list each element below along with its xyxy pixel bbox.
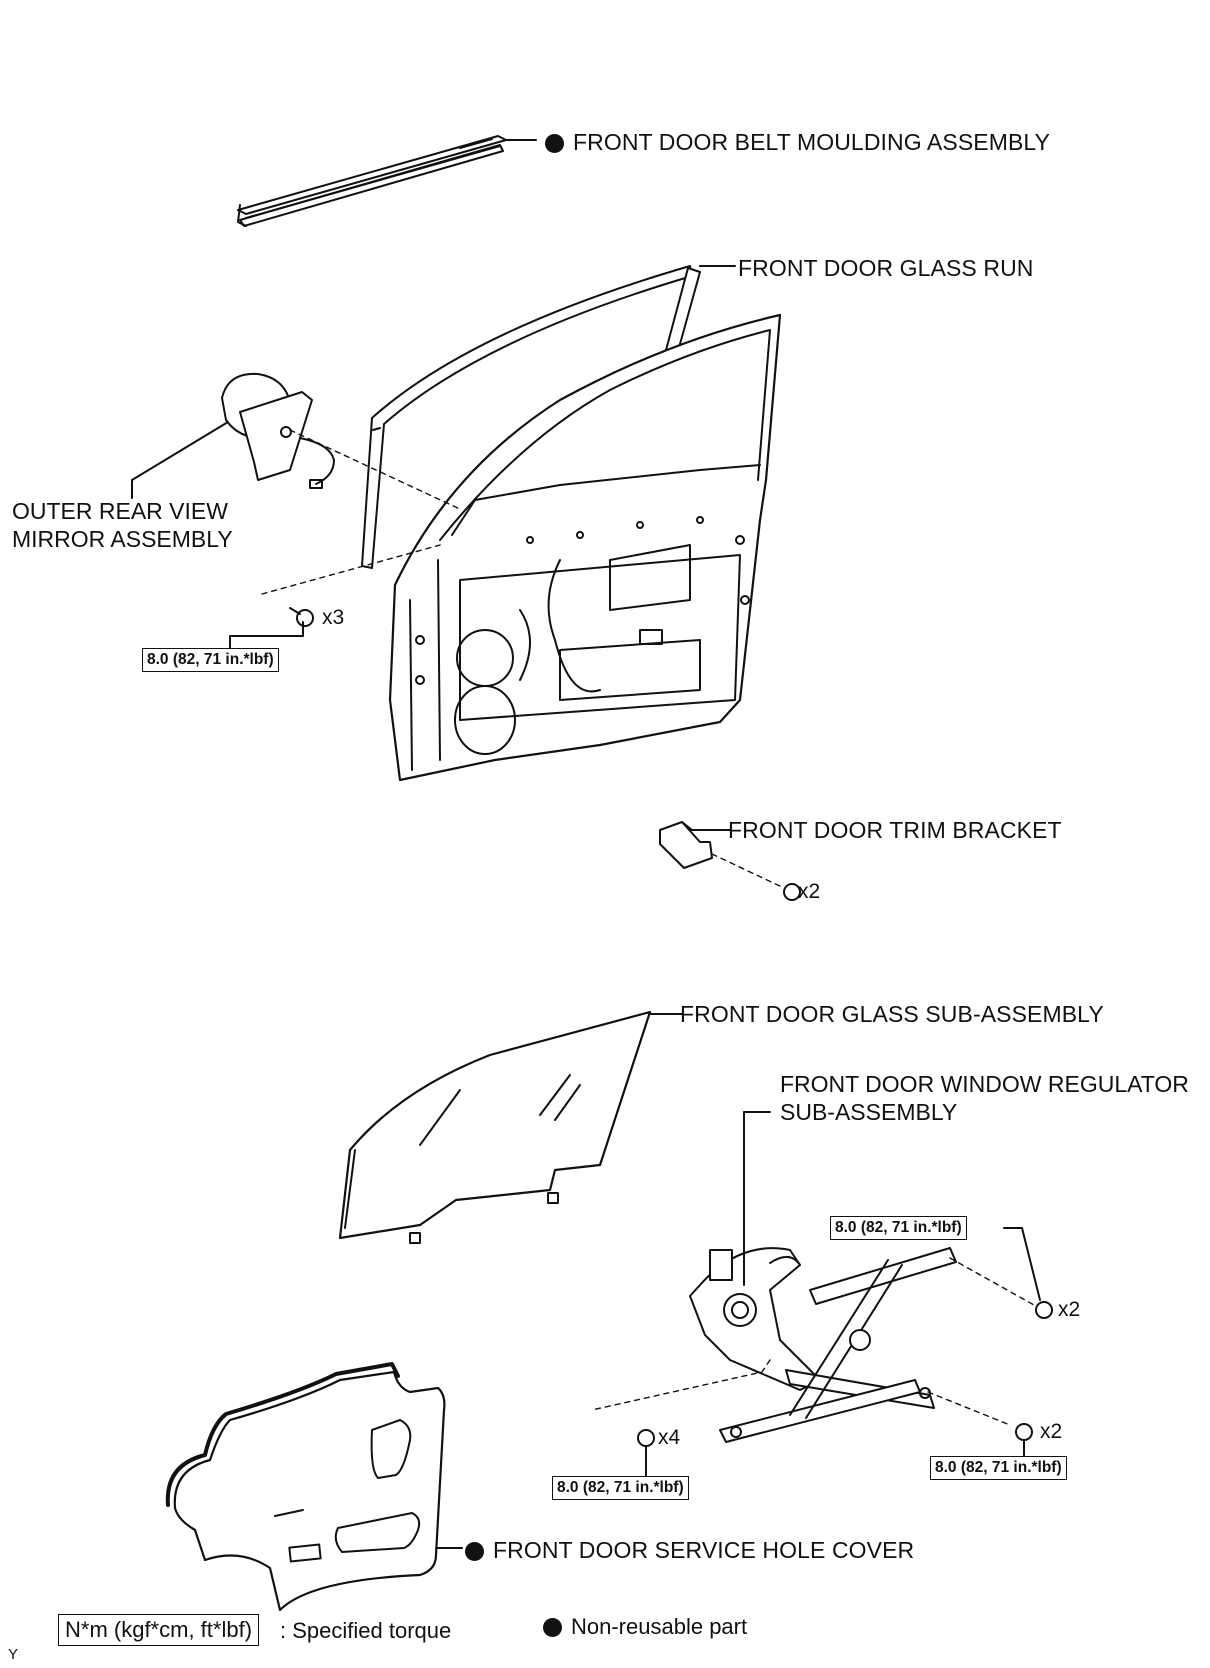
nonreusable-dot-icon [465,1542,484,1561]
torque-regulator-left: 8.0 (82, 71 in.*lbf) [552,1476,689,1500]
qty-mirror-bolts: x3 [322,606,345,629]
legend-nonreusable: Non-reusable part [543,1612,747,1642]
regulator-drawing [591,1111,1035,1443]
label-service-cover: FRONT DOOR SERVICE HOLE COVER [465,1536,914,1564]
belt-moulding-drawing [237,135,537,227]
mirror-bolt-drawing [229,607,314,649]
label-mirror-line2: MIRROR ASSEMBLY [12,526,233,552]
label-glass-run: FRONT DOOR GLASS RUN [738,255,1034,281]
qty-regulator-top: x2 [1058,1298,1081,1321]
label-belt-moulding: FRONT DOOR BELT MOULDING ASSEMBLY [545,128,1050,156]
torque-regulator-right: 8.0 (82, 71 in.*lbf) [930,1456,1067,1480]
service-cover-drawing [165,1362,463,1612]
label-regulator-line1: FRONT DOOR WINDOW REGULATOR [780,1071,1189,1097]
label-trim-bracket: FRONT DOOR TRIM BRACKET [728,817,1062,843]
label-regulator-line2: SUB-ASSEMBLY [780,1099,958,1125]
nonreusable-dot-icon [545,134,564,153]
glass-drawing [338,1010,683,1244]
qty-trim-bracket-screws: x2 [798,880,821,903]
mirror-drawing [131,372,463,595]
regulator-bolts-drawing [637,1227,1053,1477]
label-mirror-line1: OUTER REAR VIEW [12,498,228,524]
nonreusable-dot-icon [543,1618,562,1637]
figure-code: Y [8,1646,19,1663]
qty-regulator-left: x4 [658,1426,681,1449]
qty-regulator-right: x2 [1040,1420,1063,1443]
torque-mirror-bolts: 8.0 (82, 71 in.*lbf) [142,648,279,672]
label-glass-sub: FRONT DOOR GLASS SUB-ASSEMBLY [680,1001,1104,1027]
door-panel-drawing [388,313,782,782]
legend-torque-unit: N*m (kgf*cm, ft*lbf) [58,1614,260,1646]
trim-bracket-drawing [659,821,801,901]
torque-regulator-top: 8.0 (82, 71 in.*lbf) [830,1216,967,1240]
legend-torque-desc: : Specified torque [280,1618,452,1643]
